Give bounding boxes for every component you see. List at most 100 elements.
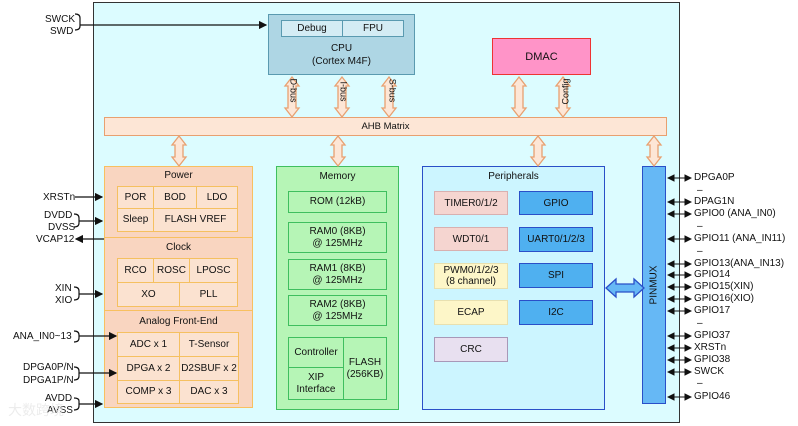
memory-group: Memory ROM (12kB) RAM0 (8KB)@ 125MHz RAM…	[276, 166, 399, 410]
sig-swd: SWD	[50, 26, 74, 37]
pinmux-bus-arrow	[645, 134, 663, 168]
pin-ellipsis: –	[697, 246, 703, 257]
pin-label: GPIO38	[694, 354, 731, 365]
periph-uart: UART0/1/2/3	[519, 227, 593, 252]
pin-label: DPAG1N	[694, 196, 735, 207]
peripherals-group: Peripherals TIMER0/1/2 WDT0/1 PWM0/1/2/3…	[422, 166, 605, 410]
ahb-matrix: AHB Matrix	[104, 117, 667, 136]
ram1-size: RAM1 (8KB)	[309, 262, 366, 274]
memory-rom: ROM (12kB)	[288, 191, 387, 213]
afe-title: Analog Front-End	[139, 316, 218, 327]
clock-lposc: LPOSC	[189, 258, 238, 283]
pin-label: GPIO46	[694, 391, 731, 402]
clock-rco: RCO	[117, 258, 154, 283]
sig-xio: XIO	[55, 295, 73, 306]
dbus-arrow	[283, 75, 301, 119]
avdd-bracket	[73, 397, 80, 411]
afe-dac: DAC x 3	[179, 380, 239, 404]
periph-wdt: WDT0/1	[434, 227, 508, 251]
watermark: 大数跨境	[8, 402, 64, 418]
pin-label: GPIO17	[694, 305, 731, 316]
analog-front-end-group: Analog Front-End ADC x 1 T-Sensor DPGA x…	[104, 310, 253, 408]
ram2-speed: @ 125MHz	[312, 310, 363, 322]
cpu-block: Debug FPU CPU (Cortex M4F)	[268, 14, 415, 75]
cpu-subtitle: (Cortex M4F)	[312, 56, 371, 67]
sig-ana-in: ANA_IN0~13	[13, 331, 72, 342]
pin-label: XRSTn	[694, 342, 727, 353]
pin-ellipsis: –	[697, 378, 703, 389]
interface-label: Interface	[296, 383, 336, 395]
sig-dpga1: DPGA1P/N	[23, 375, 74, 386]
afe-comp: COMP x 3	[117, 380, 180, 404]
flash-size: (256KB)	[346, 368, 384, 380]
memory-ram2: RAM2 (8KB)@ 125MHz	[288, 295, 387, 326]
pin-label: DPGA0P	[694, 172, 735, 183]
power-bus-arrow	[170, 134, 188, 168]
pin-label: SWCK	[694, 366, 724, 377]
cpu-subunits: Debug FPU	[281, 20, 404, 37]
sig-dvss: DVSS	[48, 222, 76, 233]
power-flash-vref: FLASH VREF	[153, 208, 238, 232]
ibus-arrow	[333, 75, 351, 119]
periph-i2c: I2C	[519, 300, 593, 325]
pinmux-block: PINMUX	[642, 166, 666, 404]
dmac-data-arrow	[510, 75, 528, 119]
pin-label: GPIO11 (ANA_IN11)	[694, 233, 786, 244]
sig-avdd: AVDD	[45, 393, 73, 404]
afe-dpga: DPGA x 2	[117, 356, 180, 381]
xin-bracket	[73, 286, 80, 301]
ana-bracket	[73, 330, 80, 343]
periph-gpio: GPIO	[519, 191, 593, 215]
sig-dpga0: DPGA0P/N	[23, 362, 74, 373]
swck-swd-bracket	[74, 13, 81, 31]
sbus-label: S-bus	[387, 78, 398, 103]
pin-label: GPIO14	[694, 269, 731, 280]
periph-spi: SPI	[519, 263, 593, 288]
periph-crc: CRC	[434, 337, 508, 362]
sig-avss: AVSS	[47, 405, 73, 416]
sbus-arrow	[380, 75, 398, 119]
xip-label: XIP	[307, 371, 325, 383]
fpu-unit: FPU	[342, 21, 403, 36]
pin-label: GPIO13(ANA_IN13)	[694, 258, 785, 269]
peripheral-pinmux-arrow	[605, 277, 645, 299]
pin-ellipsis: –	[697, 185, 703, 196]
config-arrow	[554, 75, 572, 119]
memory-title: Memory	[319, 171, 356, 182]
peripherals-title: Peripherals	[488, 171, 539, 182]
power-group: Power POR BOD LDO Sleep FLASH VREF	[104, 166, 253, 238]
pin-ellipsis: –	[697, 221, 703, 232]
sig-vcap12: VCAP12	[36, 234, 75, 245]
dmac-block: DMAC	[492, 38, 591, 75]
dbus-label: D-bus	[288, 78, 299, 103]
power-title: Power	[164, 170, 193, 181]
pin-label: GPIO15(XIN)	[694, 281, 754, 292]
ibus-label: I-bus	[338, 81, 349, 102]
flash-label: FLASH	[348, 356, 382, 368]
pwm-channels: (8 channel)	[445, 276, 497, 287]
ram2-size: RAM2 (8KB)	[309, 298, 366, 310]
pin-ellipsis: –	[697, 318, 703, 329]
ram0-size: RAM0 (8KB)	[309, 225, 366, 237]
debug-unit: Debug	[297, 23, 327, 34]
bus-arrows	[170, 75, 663, 168]
periph-ecap: ECAP	[434, 300, 508, 325]
dpga-bracket	[73, 366, 80, 381]
periph-pwm: PWM0/1/2/3(8 channel)	[434, 263, 508, 289]
memory-bus-arrow	[329, 134, 347, 168]
sig-swck: SWCK	[45, 14, 75, 25]
pin-label: GPIO16(XIO)	[694, 293, 755, 304]
sig-xin: XIN	[55, 283, 72, 294]
pwm-label: PWM0/1/2/3	[443, 265, 499, 276]
pin-label: GPIO0 (ANA_IN0)	[694, 208, 776, 219]
clock-pll: PLL	[179, 282, 238, 307]
afe-tsensor: T-Sensor	[179, 332, 239, 357]
config-label: Config	[560, 78, 571, 105]
memory-ram0: RAM0 (8KB)@ 125MHz	[288, 222, 387, 253]
memory-ram1: RAM1 (8KB)@ 125MHz	[288, 259, 387, 290]
periph-timer: TIMER0/1/2	[434, 191, 508, 215]
pin-label: GPIO37	[694, 330, 731, 341]
left-signal-lines	[73, 13, 268, 411]
clock-xo: XO	[117, 282, 180, 307]
